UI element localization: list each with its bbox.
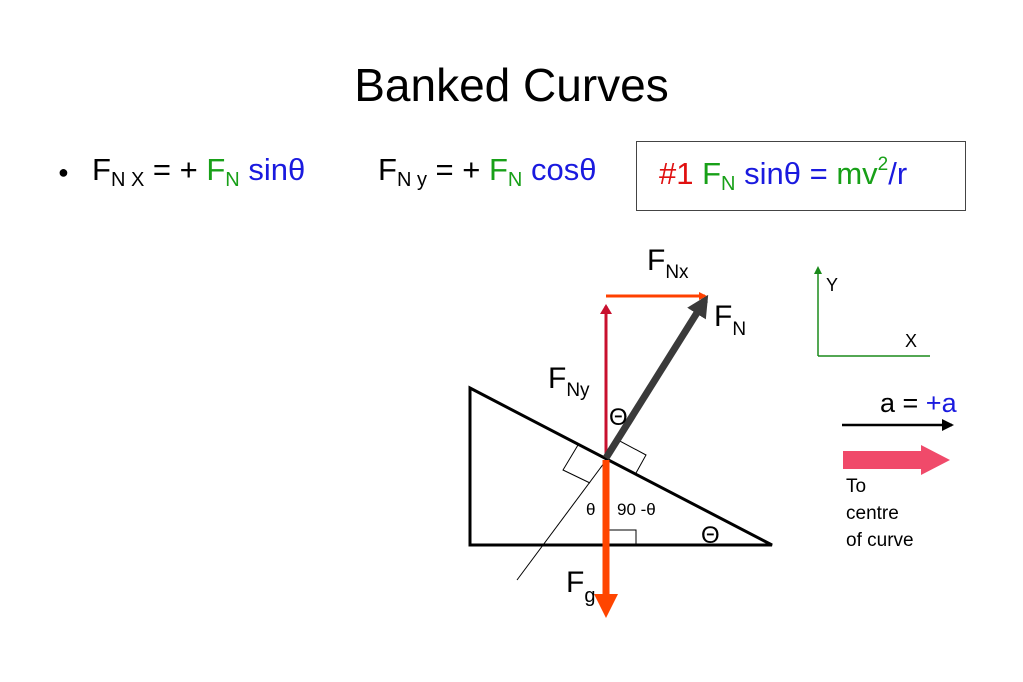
fn-label: FN xyxy=(714,300,746,340)
fn-symbol: FN xyxy=(488,152,523,191)
centripetal-equation: #1 FN sinθ = mv2/r xyxy=(659,154,908,195)
slide-title: Banked Curves xyxy=(354,59,669,111)
curve-label-line1: To xyxy=(846,476,866,497)
ninety-minus-theta-label: 90 -θ xyxy=(617,500,656,519)
perpendicular-line xyxy=(516,446,617,581)
incline-triangle xyxy=(468,385,773,547)
acceleration-label: a = +a xyxy=(880,388,958,418)
bullet-dot: ● xyxy=(58,162,69,182)
fnx-label: FNx xyxy=(647,244,689,283)
right-angle-marker-bottom xyxy=(607,529,637,545)
theta-upper-label: Θ xyxy=(609,404,628,431)
curve-label-line3: of curve xyxy=(846,530,914,551)
fny-equation: FN y = + FN cosθ xyxy=(378,152,597,191)
fnx-equation: FN X = + FN sinθ xyxy=(92,152,306,191)
x-axis-label: X xyxy=(905,331,917,351)
boxed-equation: #1 FN sinθ = mv2/r xyxy=(636,141,966,211)
theta-lower-label: Θ xyxy=(701,522,720,549)
fn-symbol: FN xyxy=(206,152,240,191)
y-axis-label: Y xyxy=(826,275,838,295)
fn-arrow xyxy=(603,294,709,460)
centre-of-curve-arrow xyxy=(843,445,950,475)
fny-label: FNy xyxy=(548,362,590,401)
fg-label: Fg xyxy=(566,566,595,607)
right-angle-marker-left xyxy=(562,444,591,484)
curve-label-line2: centre xyxy=(846,503,899,524)
theta-small-label: θ xyxy=(586,500,595,519)
